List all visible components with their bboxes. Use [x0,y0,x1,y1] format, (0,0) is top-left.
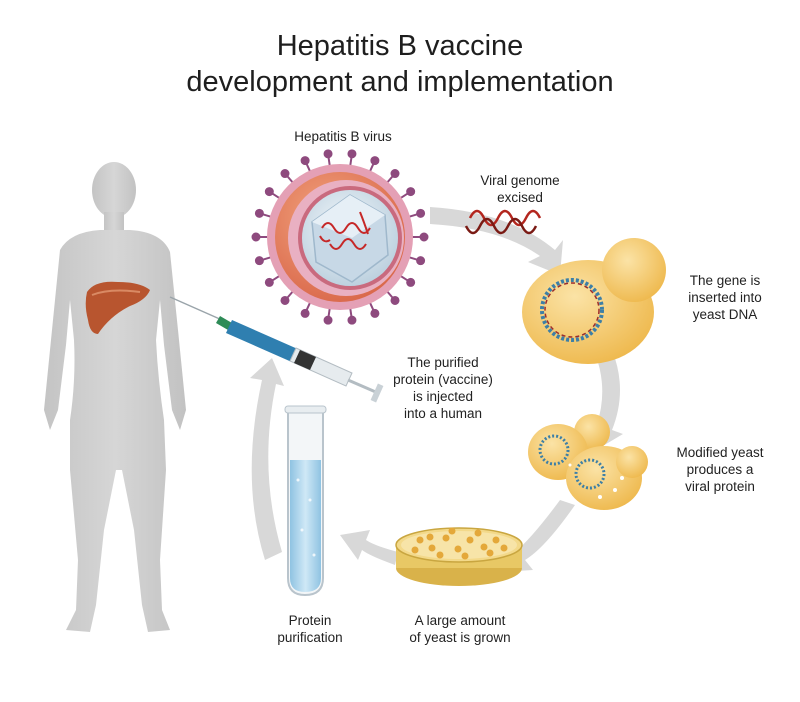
yeast-colony [436,551,444,559]
label-grown: A large amount of yeast is grown [395,612,525,646]
virus-spike-tip [347,149,357,159]
yeast-colony [416,536,424,544]
yeast-colony [466,536,474,544]
virus-spike-tip [264,277,274,287]
label-grown-line: A large amount [414,613,506,628]
label-virus: Hepatitis B virus [294,129,392,144]
virus-spike-tip [370,156,380,166]
title-line-2: development and implementation [186,66,614,98]
yeast-colony [480,543,488,551]
yeast-colony [428,544,436,552]
virus-icon [251,149,429,325]
dna-fragment-icon [464,209,542,235]
label-injected: The purified protein (vaccine) is inject… [378,354,508,422]
yeast-colony [454,545,462,553]
yeast-cluster-icon [528,414,648,510]
label-grown-line: of yeast is grown [409,630,511,645]
label-genome: Viral genome excised [460,172,580,206]
yeast-cell-icon [522,238,666,364]
label-modified-line: viral protein [685,479,755,494]
yeast-colony [500,544,508,552]
virus-spike-tip [300,156,310,166]
virus-spike-tip [264,187,274,197]
virus-spike-tip [280,295,290,305]
label-injected-line: protein (vaccine) [393,372,493,387]
label-purification: Protein purification [260,612,360,646]
label-inserted-line: yeast DNA [692,307,758,322]
virus-spike-tip [323,315,333,325]
liver-icon [85,281,150,334]
syringe-icon [169,296,384,403]
title-line-1: Hepatitis B vaccine [276,30,524,62]
label-modified-line: Modified yeast [676,445,764,460]
label-injected-line: The purified [407,355,479,370]
yeast-colony [442,534,450,542]
label-inserted: The gene is inserted into yeast DNA [670,272,780,323]
virus-spike-tip [280,169,290,179]
virus-spike-tip [419,232,429,242]
virus-spike-tip [254,256,264,266]
label-purification-line: purification [277,630,343,645]
yeast-colony [461,552,469,560]
yeast-colony [486,549,494,557]
petri-dish-icon [395,527,523,586]
virus-spike-tip [300,308,310,318]
virus-spike-tip [406,277,416,287]
label-modified: Modified yeast produces a viral protein [655,444,785,495]
label-purification-line: Protein [288,613,332,628]
label-inserted-line: The gene is [689,273,761,288]
virus-spike-tip [416,208,426,218]
virus-spike-tip [390,169,400,179]
virus-spike-tip [323,149,333,159]
virus-spike-tip [254,208,264,218]
label-injected-line: is injected [412,389,474,404]
virus-spike-tip [251,232,261,242]
virus-spike-tip [416,256,426,266]
yeast-colony [492,536,500,544]
yeast-colony [474,529,482,537]
label-inserted-line: inserted into [688,290,762,305]
human-silhouette [44,162,186,632]
label-injected-line: into a human [403,406,483,421]
yeast-colony [411,546,419,554]
virus-spike-tip [390,295,400,305]
label-genome-line: Viral genome [480,173,560,188]
label-modified-line: produces a [686,462,754,477]
yeast-colony [426,533,434,541]
virus-spike-tip [406,187,416,197]
virus-spike-tip [347,315,357,325]
yeast-colony [448,527,456,535]
label-genome-line: excised [497,190,543,205]
test-tube-icon [284,405,327,597]
virus-spike-tip [370,308,380,318]
